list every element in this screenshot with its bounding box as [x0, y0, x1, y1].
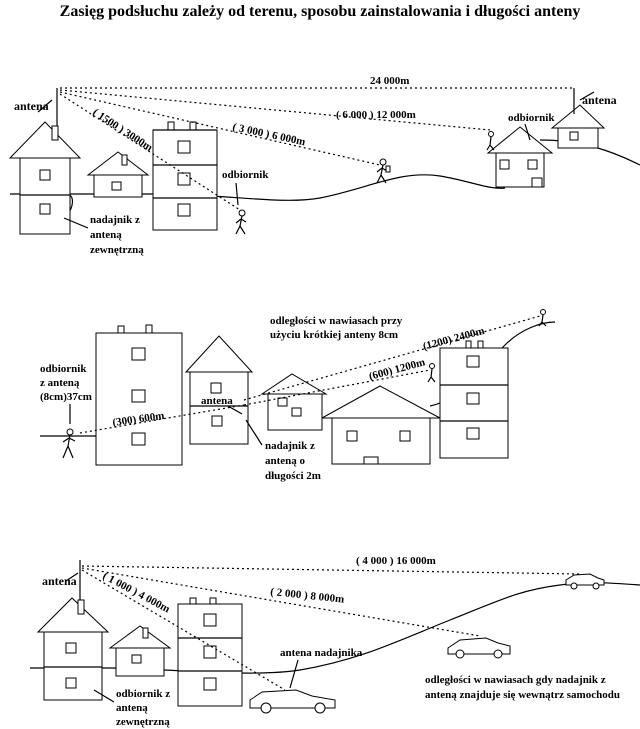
car-antenna-label: antena nadajnika — [280, 647, 363, 659]
person-icon — [538, 309, 547, 327]
diagram-title: Zasięg podsłuchu zależy od terenu, sposo… — [60, 3, 581, 20]
note-label: użyciu krótkiej anteny 8cm — [270, 329, 398, 341]
transmitter-label: długości 2m — [265, 470, 321, 482]
person-icon — [235, 209, 247, 235]
distance-label: ( 1 000 ) 4 000m — [101, 570, 172, 615]
arrow — [65, 572, 79, 582]
range-line — [59, 89, 491, 131]
transmitter-label: nadajnik z — [90, 214, 140, 226]
house-building — [8, 121, 82, 235]
note-label: odległości w nawiasach przy — [270, 315, 403, 327]
receiver-label: zewnętrzną — [116, 716, 170, 728]
distance-label: ( 3 000 ) 6 000m — [231, 121, 306, 148]
house-building — [36, 597, 110, 701]
range-line — [81, 565, 581, 575]
panel-3: antena ( 4 000 ) 16 000m ( 2 000 ) 8 000… — [30, 555, 640, 728]
arrow — [37, 99, 53, 113]
range-line — [243, 369, 431, 406]
apartment-block — [177, 597, 243, 707]
range-line — [59, 91, 381, 166]
transmitter-label: zewnętrzną — [90, 244, 144, 256]
receiver-label: odbiornik — [40, 363, 87, 375]
arrow — [245, 419, 263, 446]
arrow — [579, 91, 595, 101]
receiver-label: odbiornik — [222, 169, 269, 181]
person-icon — [486, 131, 495, 151]
receiver-label: odbiornik z — [116, 688, 170, 700]
antenna-label: antena — [582, 93, 617, 107]
receiver-label: z anteną — [40, 377, 80, 389]
distance-label: ( 2 000 ) 8 000m — [270, 586, 345, 606]
range-line — [59, 93, 241, 211]
receiver-label: anteną — [116, 702, 148, 714]
antenna-label: antena — [42, 574, 77, 588]
distance-label: ( 4 000 ) 16 000m — [356, 555, 436, 567]
note-label: odległości w nawiasach gdy nadajnik z — [425, 674, 606, 686]
far-house-2 — [550, 88, 606, 149]
note-label: anteną znajduje się wewnątrz samochodu — [425, 689, 620, 701]
arrow — [227, 405, 243, 415]
apartment-block — [439, 340, 509, 459]
panel-1: antena antena 24 000m ( 6 000 ) 12 000m … — [8, 75, 640, 256]
range-line — [81, 567, 481, 637]
receiver-label: odbiornik — [508, 112, 555, 124]
arrow — [63, 217, 89, 229]
small-house — [260, 373, 328, 431]
receiver-label: (8cm)37cm — [40, 391, 92, 403]
range-line — [81, 569, 286, 691]
transmitter-label: nadajnik z — [265, 440, 315, 452]
transmitter-label: anteną o — [265, 455, 306, 467]
car-icon — [565, 573, 605, 590]
person-icon — [62, 428, 76, 459]
wide-house — [321, 385, 441, 465]
antenna-label: antena — [201, 395, 233, 407]
arrow — [235, 182, 239, 206]
person-icon — [376, 158, 391, 184]
arrow — [93, 689, 115, 703]
range-line — [243, 315, 541, 401]
arrow — [289, 659, 299, 689]
car-icon — [447, 637, 511, 659]
apartment-block — [152, 121, 218, 231]
transmitter-label: anteną — [90, 229, 122, 241]
house-building — [184, 335, 254, 445]
arrow — [524, 123, 531, 141]
car-icon — [249, 689, 336, 714]
distance-label: 24 000m — [370, 75, 409, 87]
apartment-block — [95, 324, 183, 466]
small-house — [86, 151, 150, 198]
distance-label: ( 1500 ) 3000m — [90, 106, 154, 154]
distance-label: ( 6 000 ) 12 000m — [336, 109, 416, 121]
distance-label: (600) 1200m — [368, 356, 427, 383]
small-house — [108, 625, 172, 677]
far-house-1 — [486, 126, 554, 188]
person-icon — [427, 363, 436, 383]
antenna-label: antena — [14, 99, 49, 113]
panel-2: odległości w nawiasach przy użyciu krótk… — [40, 309, 556, 482]
